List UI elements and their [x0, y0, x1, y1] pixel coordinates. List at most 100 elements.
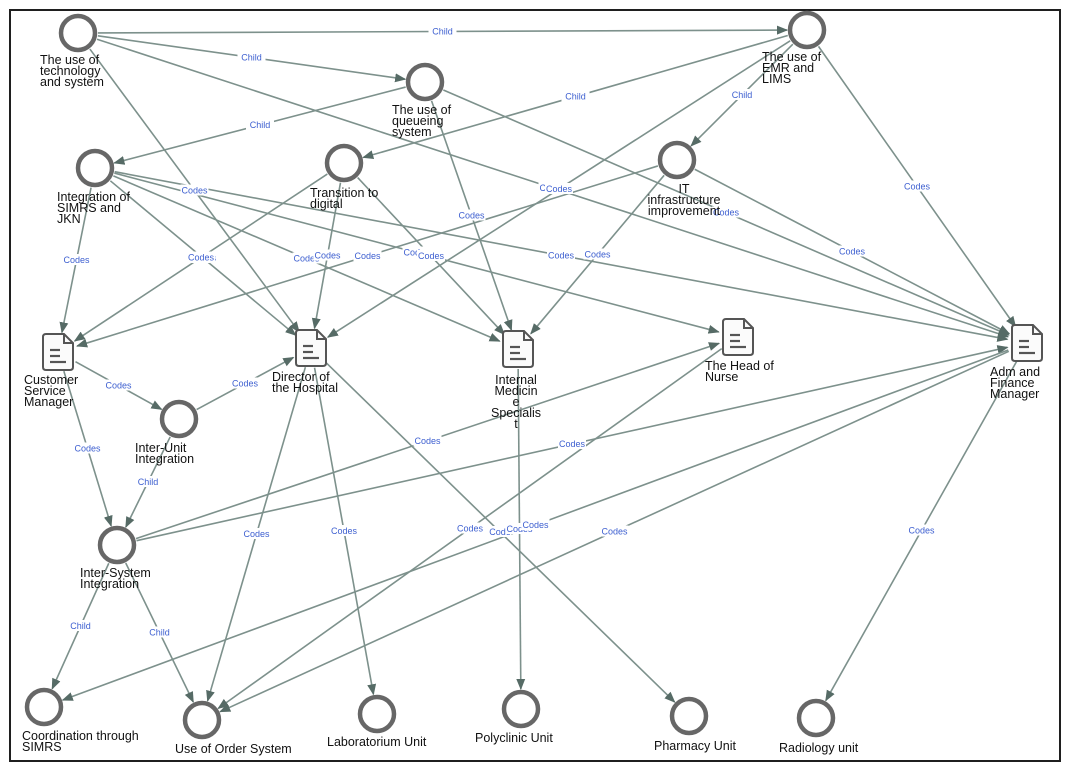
edge-label: Child [732, 90, 753, 100]
code-circle-icon [669, 696, 709, 736]
node-label-line: Inter-Unit [135, 441, 187, 455]
node-label-line: the Hospital [272, 381, 338, 395]
edges-layer [51, 25, 1018, 713]
edge-label: Codes [713, 208, 740, 218]
edge-label: Codes [232, 379, 259, 389]
node-label-line: t [514, 417, 518, 431]
document-icon [42, 333, 74, 371]
node-label-line: technology [40, 64, 101, 78]
code-node-fill [27, 690, 61, 724]
node-label-line: Transition to [310, 186, 378, 200]
edge-label-background [134, 476, 162, 487]
node-label-line: Director of [272, 370, 330, 384]
edge-label: Child [70, 621, 91, 631]
edge-label: Codes [74, 444, 101, 454]
edge-label-background [246, 119, 274, 130]
edge-label: Codes [105, 381, 132, 391]
code-circle-icon [657, 140, 697, 180]
node-label: Polyclinic Unit [475, 731, 553, 745]
node-label: Use of Order System [175, 742, 292, 756]
edge-label-background [231, 377, 259, 389]
node-label-line: EMR and [762, 61, 814, 75]
edge-label-background [402, 246, 431, 258]
edge-label: Child [250, 120, 271, 130]
edge-label: Codes [63, 255, 90, 265]
edge-label-background [712, 206, 740, 218]
edge-label: Codes [546, 184, 573, 194]
node-lab[interactable]: Laboratorium Unit [327, 694, 427, 749]
node-label-line: Service [24, 384, 66, 398]
edge-label-background [313, 249, 342, 261]
code-node-fill [408, 65, 442, 99]
edge-label-background [583, 248, 612, 260]
edge-label: Code [489, 527, 511, 537]
node-label: Pharmacy Unit [654, 739, 736, 753]
node-label-line: Manager [990, 387, 1039, 401]
edge-label-background [180, 184, 209, 196]
node-label-line: Manager [24, 395, 73, 409]
node-order[interactable]: Use of Order System [175, 700, 292, 756]
node-label-line: and system [40, 75, 104, 89]
edge-label: Child [149, 628, 170, 638]
edge-label: Codes [506, 524, 533, 534]
node-label-line: Nurse [705, 370, 738, 384]
edge-label: Codes [403, 248, 430, 258]
edge-label: Child [138, 477, 159, 487]
code-node-fill [504, 692, 538, 726]
edge-label-background [104, 379, 133, 391]
code-node-fill [162, 402, 196, 436]
code-circle-icon [796, 698, 836, 738]
node-label-line: Adm and [990, 365, 1040, 379]
code-circle-icon [159, 399, 199, 439]
node-radio[interactable]: Radiology unit [779, 698, 859, 755]
edge-label-background [62, 254, 91, 265]
edge-label: Codes [904, 182, 931, 192]
node-poly[interactable]: Polyclinic Unit [475, 689, 553, 745]
edge-label: Child [565, 92, 586, 102]
node-label-line: The Head of [705, 359, 774, 373]
edge-label-background [728, 89, 756, 100]
code-circle-icon [324, 143, 364, 183]
code-node-fill [185, 703, 219, 737]
node-label-line: digital [310, 197, 343, 211]
node-label-line: Inter-System [80, 566, 151, 580]
node-label-line: Radiology unit [779, 741, 859, 755]
code-circle-icon [501, 689, 541, 729]
code-node-fill [672, 699, 706, 733]
edge-label: Codes [314, 251, 341, 261]
edge-label: Codes [293, 254, 320, 264]
code-circle-icon [24, 687, 64, 727]
node-label-line: Medicin [494, 384, 537, 398]
code-circle-icon [58, 13, 98, 53]
edge-label-background [413, 435, 442, 446]
code-circle-icon [405, 62, 445, 102]
edge-label-background [73, 442, 102, 454]
node-pharm[interactable]: Pharmacy Unit [654, 696, 736, 753]
edge-label: Codes [908, 526, 935, 536]
node-label-line: Use of Order System [175, 742, 292, 756]
code-node-fill [790, 13, 824, 47]
edge-label: Codes [548, 251, 575, 261]
edge-label: Child [432, 27, 453, 37]
node-label-line: e [513, 395, 520, 409]
edge-label-background [237, 51, 266, 63]
